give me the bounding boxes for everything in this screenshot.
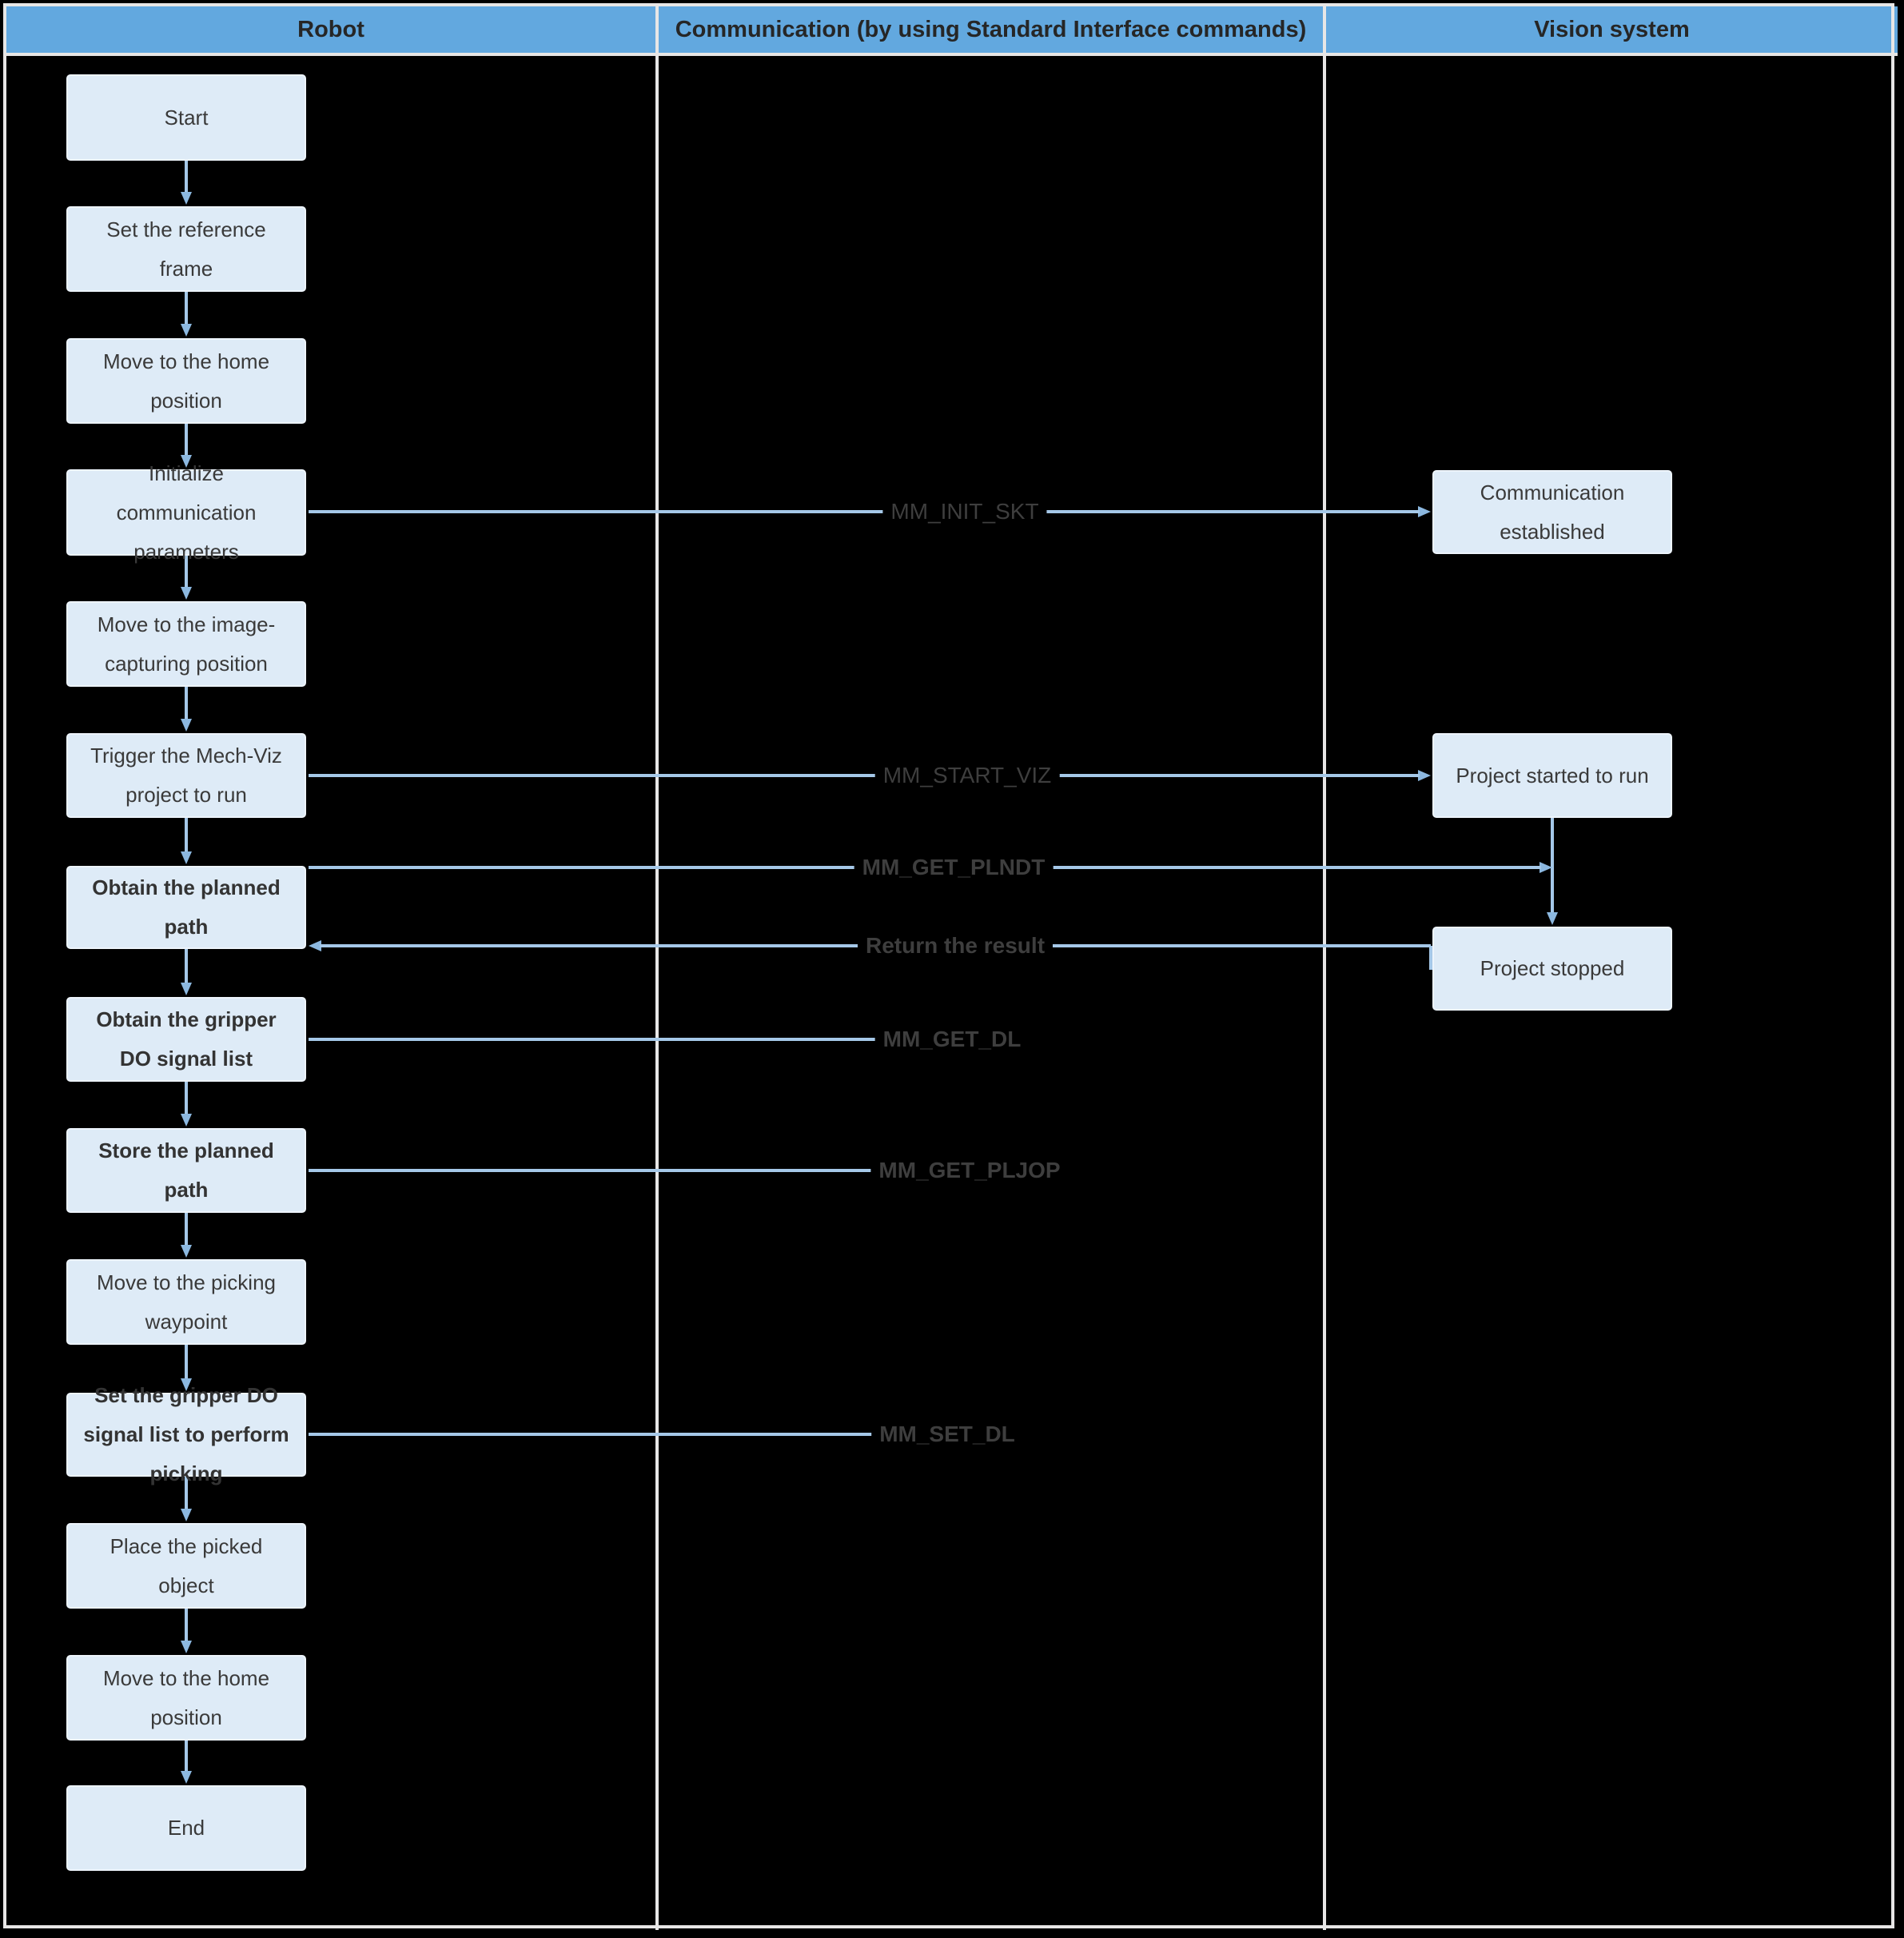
flow-arrowhead-down — [181, 1641, 192, 1653]
flow-arrowhead-down — [181, 587, 192, 600]
header-robot-column: Robot — [6, 6, 655, 53]
flow-arrowhead-down — [181, 1509, 192, 1521]
flow-arrowhead-down — [1547, 912, 1558, 925]
flow-arrowhead-down — [181, 455, 192, 468]
flow-arrowhead-down — [181, 324, 192, 337]
outer-border — [3, 3, 1894, 1928]
flow-arrowhead-down — [181, 1245, 192, 1258]
return-the-result-arrowhead — [309, 940, 321, 951]
header-vision-column: Vision system — [1326, 6, 1898, 53]
flow-arrowhead-down — [181, 851, 192, 864]
flow-arrowhead-down — [181, 1378, 192, 1391]
mm-get-plndt-arrowhead — [1540, 862, 1552, 873]
header-communication-column: Communication (by using Standard Interfa… — [659, 6, 1323, 53]
flow-arrowhead-down — [181, 983, 192, 995]
flow-arrowhead-down — [181, 1114, 192, 1127]
column-divider-right — [1323, 56, 1326, 1930]
column-divider-left — [655, 56, 659, 1930]
flow-arrowhead-down — [181, 192, 192, 205]
mm-start-viz-arrowhead — [1418, 770, 1431, 781]
flow-arrowhead-down — [181, 719, 192, 732]
flow-arrowhead-down — [181, 1771, 192, 1784]
mm-init-skt-arrowhead — [1418, 506, 1431, 517]
